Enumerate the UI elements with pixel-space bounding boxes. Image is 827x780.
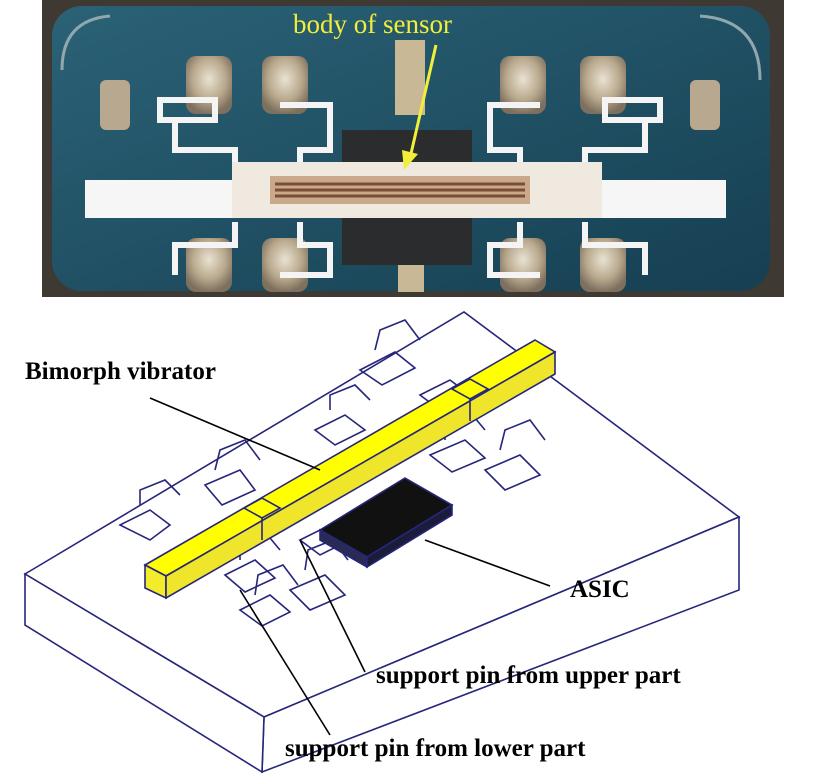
white-rail-left xyxy=(85,180,235,218)
solder-pad xyxy=(395,40,425,115)
bimorph-vibrator-label: Bimorph vibrator xyxy=(25,358,216,385)
sensor-body-photo xyxy=(232,162,602,218)
white-rail-right xyxy=(598,180,726,218)
upper-pin-label: support pin from upper part xyxy=(376,662,681,689)
asic-label: ASIC xyxy=(570,576,630,603)
body-of-sensor-label: body of sensor xyxy=(293,9,452,39)
sensor-photo: body of sensor xyxy=(42,0,784,297)
solder-pad xyxy=(100,80,130,130)
solder-pad xyxy=(690,80,720,130)
lower-pin-label: support pin from lower part xyxy=(285,735,586,762)
solder-pad xyxy=(186,56,232,114)
